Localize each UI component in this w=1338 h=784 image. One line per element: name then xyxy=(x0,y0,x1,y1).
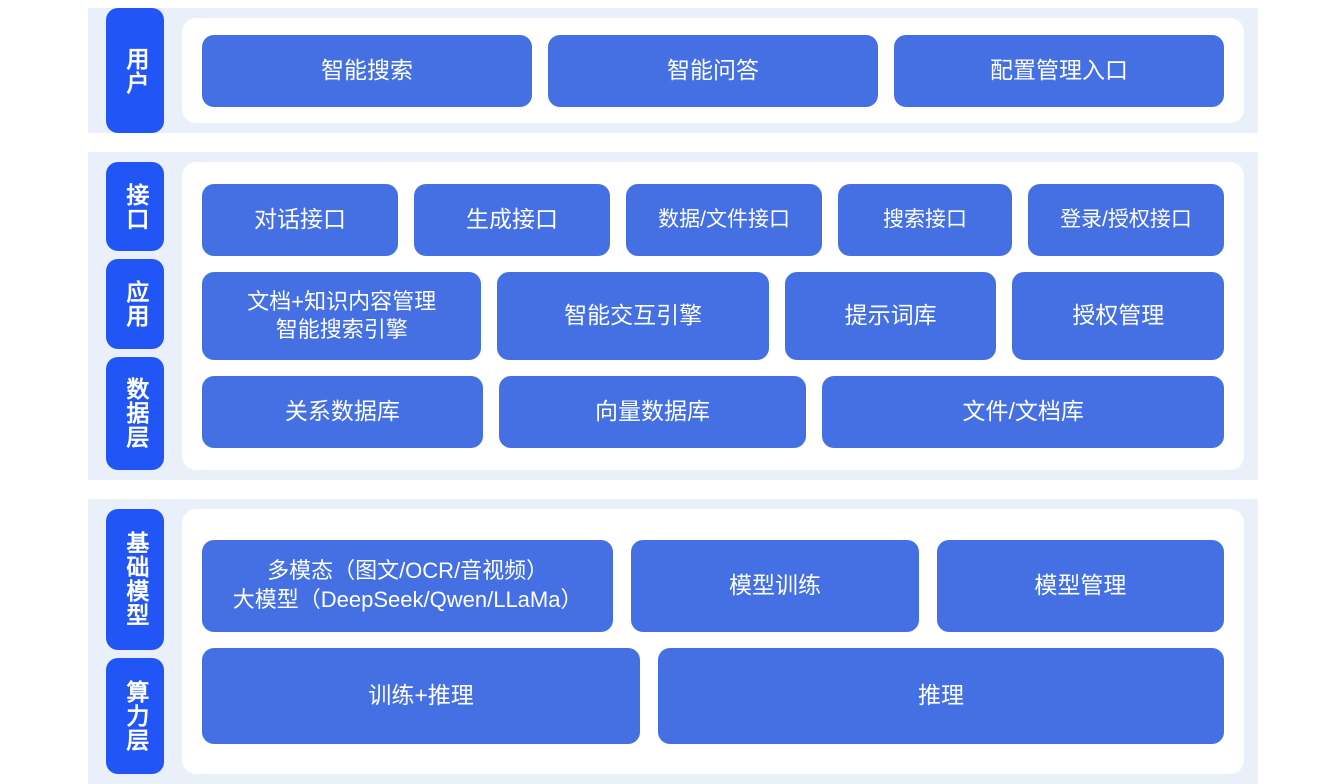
tier-tab-column-foundation: 基础模型 算力层 xyxy=(88,499,182,784)
row-models: 多模态（图文/OCR/音视频） 大模型（DeepSeek/Qwen/LLaMa）… xyxy=(202,539,1224,632)
tab-divider xyxy=(88,251,182,259)
tier-tab-interface[interactable]: 接口 xyxy=(106,162,164,252)
tier-tab-user[interactable]: 用户 xyxy=(106,8,164,133)
tier-tab-column-middle: 接口 应用 数据层 xyxy=(88,152,182,480)
section-middle: 接口 应用 数据层 对话接口 生成接口 数据/文件接口 搜索接口 登录/授权接口… xyxy=(88,152,1258,480)
box-vector-database[interactable]: 向量数据库 xyxy=(498,376,807,448)
row-compute: 训练+推理 推理 xyxy=(202,647,1224,744)
tier-tab-data-layer[interactable]: 数据层 xyxy=(106,356,164,470)
box-training-and-inference[interactable]: 训练+推理 xyxy=(202,647,641,744)
box-smart-interaction-engine[interactable]: 智能交互引擎 xyxy=(497,272,769,360)
box-dialog-interface[interactable]: 对话接口 xyxy=(202,184,399,256)
row-applications: 文档+知识内容管理 智能搜索引擎 智能交互引擎 提示词库 授权管理 xyxy=(202,272,1224,360)
box-config-management-entry[interactable]: 配置管理入口 xyxy=(894,34,1224,107)
tier-tab-compute-layer[interactable]: 算力层 xyxy=(106,657,164,774)
box-login-auth-interface[interactable]: 登录/授权接口 xyxy=(1027,184,1224,256)
tier-tab-application[interactable]: 应用 xyxy=(106,259,164,349)
box-prompt-library[interactable]: 提示词库 xyxy=(784,272,997,360)
box-authorization-management[interactable]: 授权管理 xyxy=(1012,272,1224,360)
box-search-interface[interactable]: 搜索接口 xyxy=(838,184,1012,256)
box-relational-database[interactable]: 关系数据库 xyxy=(202,376,483,448)
section-user: 用户 智能搜索 智能问答 配置管理入口 xyxy=(88,8,1258,133)
tier-tab-column-user: 用户 xyxy=(88,8,182,133)
tab-divider xyxy=(88,650,182,658)
box-multimodal-large-model[interactable]: 多模态（图文/OCR/音视频） 大模型（DeepSeek/Qwen/LLaMa） xyxy=(202,539,614,632)
box-model-training[interactable]: 模型训练 xyxy=(631,539,919,632)
tier-card-user: 智能搜索 智能问答 配置管理入口 xyxy=(182,18,1244,123)
row-data-stores: 关系数据库 向量数据库 文件/文档库 xyxy=(202,376,1224,448)
box-doc-knowledge-search-engine[interactable]: 文档+知识内容管理 智能搜索引擎 xyxy=(202,272,482,360)
tier-tab-foundation-model[interactable]: 基础模型 xyxy=(106,509,164,650)
tab-divider xyxy=(88,349,182,357)
box-model-management[interactable]: 模型管理 xyxy=(936,539,1224,632)
tier-card-middle: 对话接口 生成接口 数据/文件接口 搜索接口 登录/授权接口 文档+知识内容管理… xyxy=(182,162,1244,470)
section-foundation: 基础模型 算力层 多模态（图文/OCR/音视频） 大模型（DeepSeek/Qw… xyxy=(88,499,1258,784)
box-file-document-store[interactable]: 文件/文档库 xyxy=(822,376,1224,448)
row-interfaces: 对话接口 生成接口 数据/文件接口 搜索接口 登录/授权接口 xyxy=(202,184,1224,256)
box-smart-qa[interactable]: 智能问答 xyxy=(548,34,878,107)
box-inference[interactable]: 推理 xyxy=(658,647,1224,744)
tier-card-foundation: 多模态（图文/OCR/音视频） 大模型（DeepSeek/Qwen/LLaMa）… xyxy=(182,509,1244,774)
box-data-file-interface[interactable]: 数据/文件接口 xyxy=(626,184,823,256)
box-smart-search[interactable]: 智能搜索 xyxy=(202,34,532,107)
row-user-entries: 智能搜索 智能问答 配置管理入口 xyxy=(202,34,1224,107)
box-generation-interface[interactable]: 生成接口 xyxy=(414,184,611,256)
